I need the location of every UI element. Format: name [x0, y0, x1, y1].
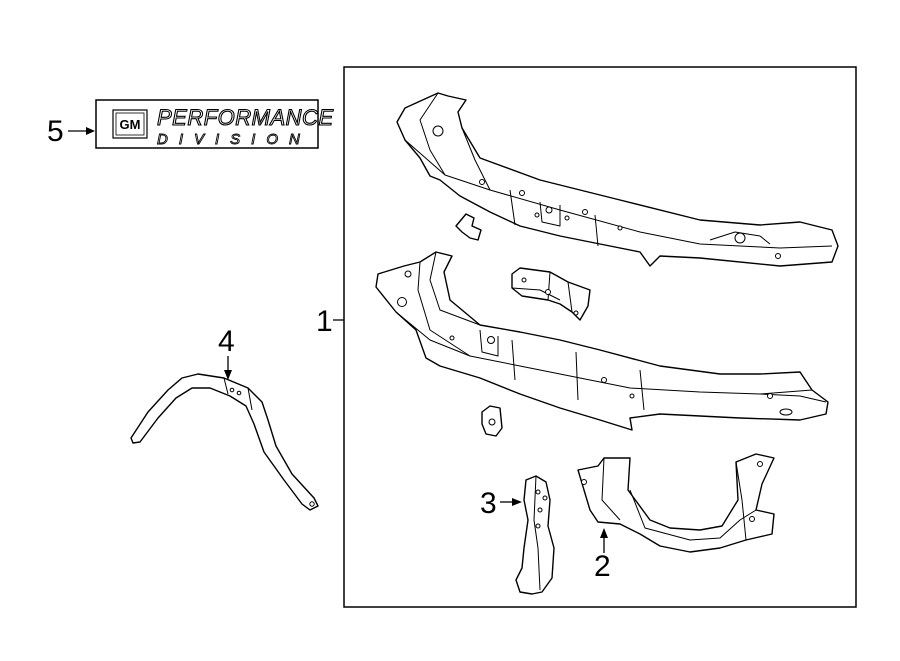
arrow-icon	[86, 127, 95, 135]
callout-3: 3	[480, 487, 522, 520]
upper-tie-bar	[396, 92, 839, 267]
part-2-bracket	[577, 453, 775, 553]
arrow-icon	[512, 498, 522, 506]
small-clip	[455, 213, 482, 241]
small-tab	[481, 405, 503, 437]
center-bracket	[511, 267, 591, 321]
callout-3-label: 3	[480, 487, 497, 520]
arrow-icon	[224, 370, 232, 380]
part-4-rod	[130, 373, 319, 511]
badge-emblem-text: GM	[120, 117, 141, 132]
part-3-support	[515, 475, 555, 595]
assembly-frame	[343, 66, 857, 608]
callout-1: 1	[316, 305, 344, 338]
callout-4: 4	[218, 325, 235, 380]
badge-line-2: DIVISION	[157, 131, 311, 148]
badge-line-1: PERFORMANCE	[157, 105, 334, 130]
callout-2-label: 2	[594, 550, 611, 583]
callout-5: 5	[47, 115, 95, 148]
part-5-badge: GM PERFORMANCE DIVISION	[95, 99, 334, 149]
callout-1-label: 1	[316, 305, 333, 338]
arrow-icon	[600, 528, 608, 538]
callout-2: 2	[594, 528, 611, 583]
callout-5-label: 5	[47, 115, 64, 148]
callout-4-label: 4	[218, 325, 235, 358]
gm-emblem-icon	[112, 109, 148, 139]
lower-tie-bar	[375, 251, 829, 431]
